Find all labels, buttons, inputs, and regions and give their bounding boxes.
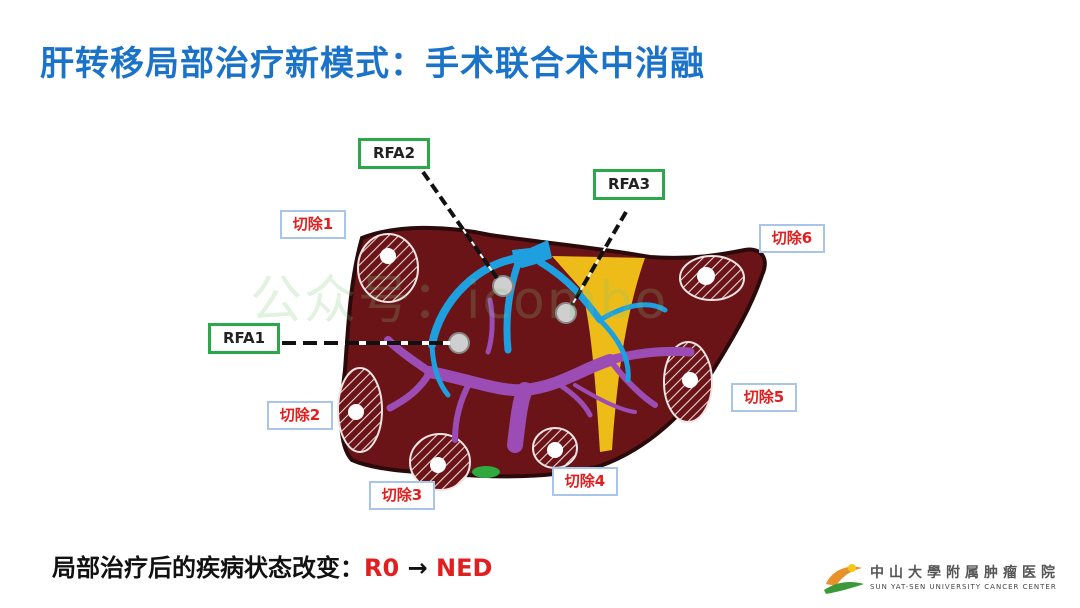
rfa-needle-2 [421,170,499,280]
rfa-label-2: RFA2 [358,138,430,169]
ablation-targets [448,275,577,354]
hepatic-vein [428,254,668,398]
resection-zone-1 [357,233,419,303]
rfa-target-3 [555,302,577,324]
resection-label-5: 切除5 [731,383,797,412]
logo-chinese-name: 中山大學附属肿瘤医院 [870,565,1060,581]
resection-label-4: 切除4 [552,467,618,496]
tumor-dots [348,248,715,473]
rfa-needles [282,170,628,345]
rfa-target-2 [492,275,514,297]
resection-zones [337,233,745,491]
rfa-label-3: RFA3 [593,169,665,200]
resection-label-3: 切除3 [369,481,435,510]
summary-text: 局部治疗后的疾病状态改变：R0 → NED [52,548,492,583]
summary-to: NED [436,554,493,582]
portal-vein [384,297,695,453]
summary-prefix: 局部治疗后的疾病状态改变： [52,554,364,582]
resection-label-1: 切除1 [280,210,346,239]
gallbladder-band [552,256,645,452]
vena-cava [512,240,552,268]
rfa-target-1 [448,332,470,354]
logo-english-name: SUN YAT-SEN UNIVERSITY CANCER CENTER [870,583,1057,591]
rfa-label-1: RFA1 [208,323,280,354]
resection-label-2: 切除2 [267,401,333,430]
watermark: 公众号：icombo [250,271,669,331]
resection-label-6: 切除6 [759,224,825,253]
summary-from: R0 [364,554,400,582]
logo-emblem-icon [824,564,864,594]
hospital-logo: 中山大學附属肿瘤医院 SUN YAT-SEN UNIVERSITY CANCER… [822,558,1067,600]
page-title: 肝转移局部治疗新模式：手术联合术中消融 [40,44,705,84]
rfa-needle-3 [570,210,628,307]
green-spot [472,466,500,478]
arrow-icon: → [407,554,428,582]
